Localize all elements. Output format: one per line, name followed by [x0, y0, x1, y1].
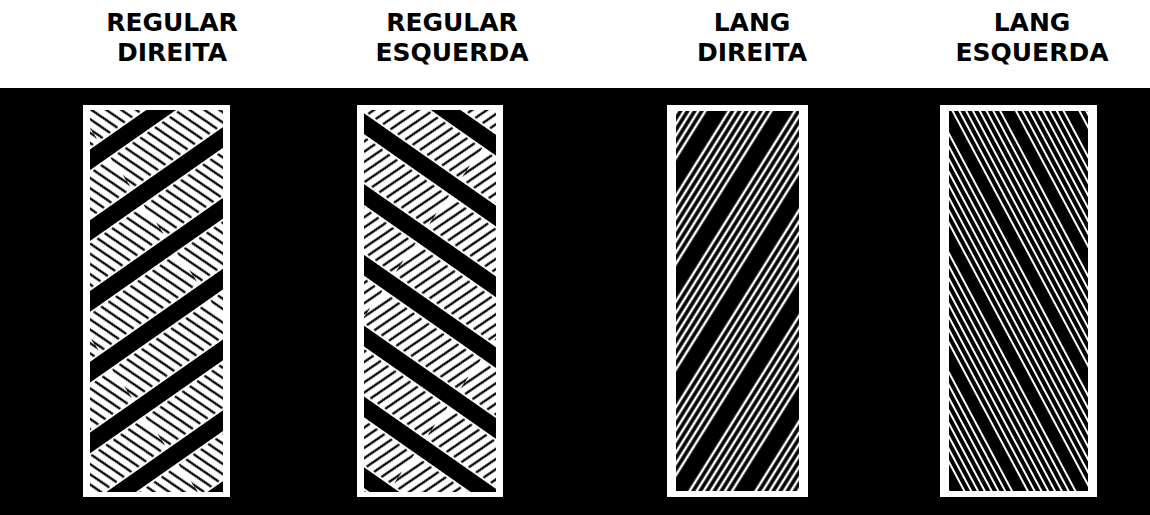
rope-regular-left: [357, 105, 503, 497]
black-band: [0, 88, 1150, 515]
rope-heading: REGULAR ESQUERDA: [375, 8, 528, 68]
rope-heading: REGULAR DIREITA: [106, 8, 238, 68]
rope-lang-right: [667, 105, 808, 497]
rope-heading: LANG ESQUERDA: [955, 8, 1108, 68]
rope-regular-right: [83, 105, 230, 497]
rope-lang-left: [940, 105, 1097, 497]
rope-heading: LANG DIREITA: [697, 8, 807, 68]
